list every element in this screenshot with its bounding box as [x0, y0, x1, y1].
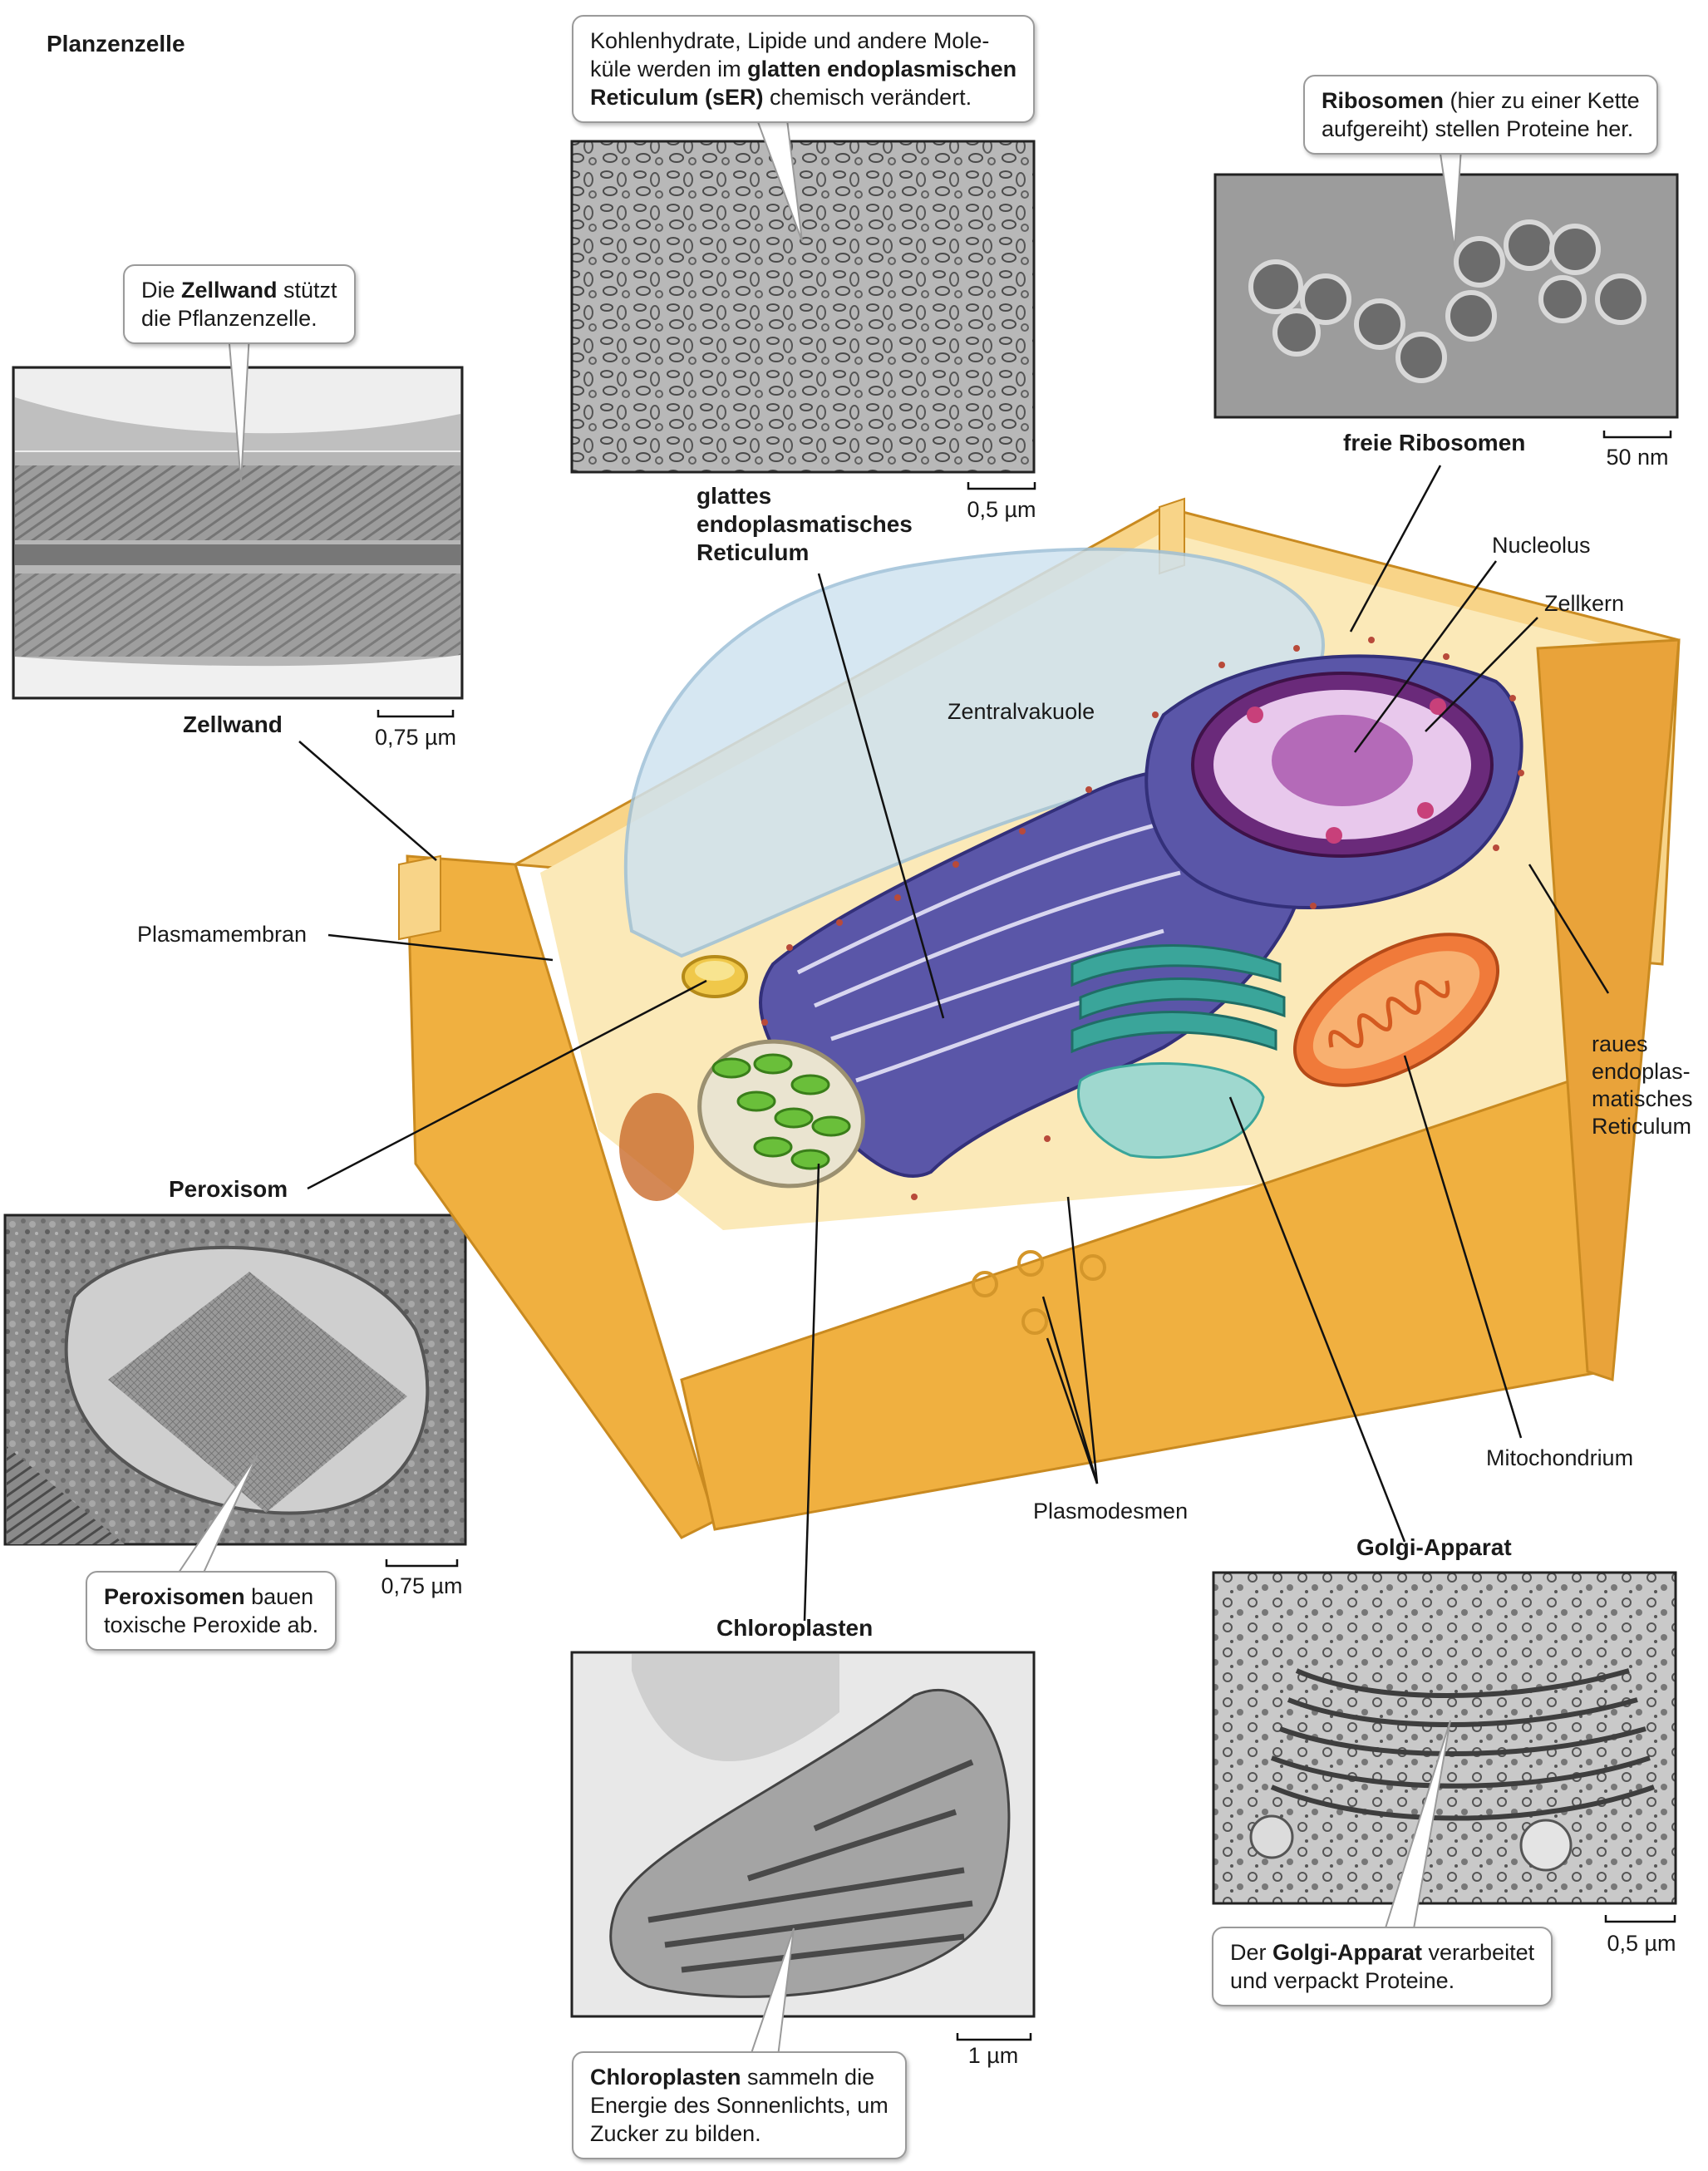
plant-cell-illustration	[398, 497, 1681, 1539]
ser-label-line1: glattes	[696, 483, 772, 509]
plasmamembran-label: Plasmamembran	[137, 922, 308, 947]
golgi-label: Golgi-Apparat	[1356, 1534, 1512, 1560]
chloroplasten-scale: 1 µm	[967, 2043, 1019, 2068]
ribosomen-micrograph	[1213, 173, 1679, 419]
plasmodesmen-label: Plasmodesmen	[1033, 1499, 1189, 1524]
ser-label-line3: Reticulum	[696, 539, 810, 565]
zellwand-label: Zellwand	[183, 711, 283, 737]
zellkern-label: Zellkern	[1544, 591, 1625, 616]
raues-er-label-line2: endoplas-	[1592, 1059, 1691, 1084]
peroxisom-callout: Peroxisomen bauen toxische Peroxide ab.	[86, 1571, 337, 1651]
zellwand-scale: 0,75 µm	[374, 725, 457, 750]
peroxisom-micrograph	[3, 1213, 467, 1546]
peroxisom-scale: 0,75 µm	[381, 1573, 463, 1598]
ser-callout: Kohlenhydrate, Lipide und andere Mole- k…	[572, 15, 1036, 123]
chloroplasten-micrograph	[570, 1651, 1036, 2018]
ribosomen-callout: Ribosomen (hier zu einer Kette aufgereih…	[1303, 75, 1658, 155]
ser-label-line2: endoplasmatisches	[696, 511, 913, 537]
zentralvakuole-label: Zentralvakuole	[948, 699, 1095, 724]
golgi-scale: 0,5 µm	[1607, 1931, 1676, 1956]
ribosomen-label: freie Ribosomen	[1343, 430, 1526, 455]
callout-pointers	[177, 106, 1463, 2064]
leader-lines	[298, 465, 1610, 1622]
chloroplasten-label: Chloroplasten	[716, 1615, 874, 1641]
figure-title: Planzenzelle	[47, 31, 185, 57]
ser-scale: 0,5 µm	[967, 497, 1036, 522]
scale-bars	[377, 431, 1676, 2041]
raues-er-label-line3: matisches	[1592, 1086, 1693, 1111]
nucleolus-label: Nucleolus	[1492, 533, 1591, 558]
golgi-callout: Der Golgi-Apparat verarbeitet und verpac…	[1212, 1927, 1553, 2006]
peroxisom-label: Peroxisom	[169, 1176, 288, 1202]
raues-er-label-line1: raues	[1592, 1031, 1648, 1056]
mitochondrium-label: Mitochondrium	[1486, 1445, 1634, 1470]
ser-micrograph	[570, 140, 1036, 474]
raues-er-label-line4: Reticulum	[1592, 1114, 1692, 1139]
ribosomen-scale: 50 nm	[1606, 445, 1669, 470]
chloroplasten-callout: Chloroplasten sammeln die Energie des So…	[572, 2051, 907, 2159]
zellwand-callout: Die Zellwand stützt die Pflanzenzelle.	[123, 264, 356, 344]
